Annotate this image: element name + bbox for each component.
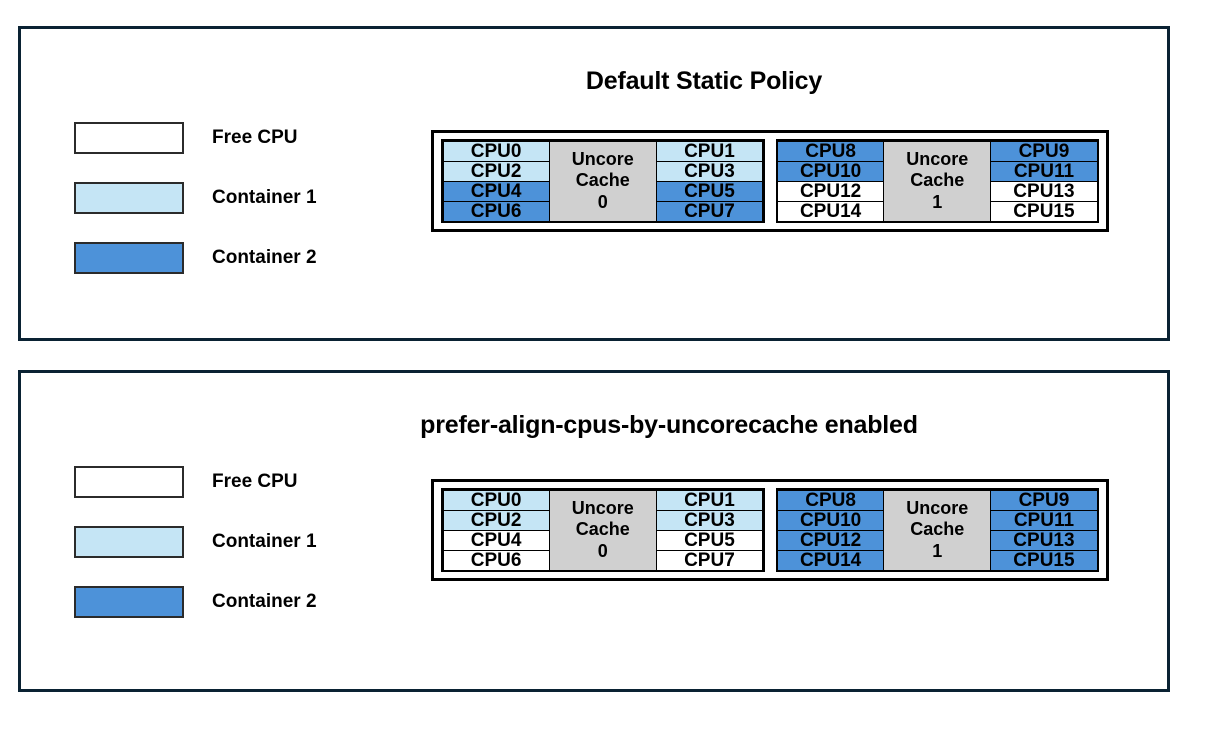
cpu-column-left: CPU8 CPU10 CPU12 CPU14 <box>777 140 885 222</box>
legend-swatch-free-cpu <box>74 466 184 498</box>
cpu-cell: CPU8 <box>777 489 885 511</box>
legend-swatch-container-1 <box>74 182 184 214</box>
cpu-column-right: CPU9 CPU11 CPU13 CPU15 <box>990 489 1098 571</box>
cpu-cell: CPU2 <box>442 509 550 531</box>
uncore-cache-block: Uncore Cache 1 <box>883 489 992 571</box>
cpu-cell: CPU7 <box>655 549 764 571</box>
legend-item-container-1: Container 1 <box>74 181 317 215</box>
uncore-cache-block: Uncore Cache 0 <box>548 140 657 222</box>
cpu-cell: CPU5 <box>655 180 764 202</box>
cpu-cell: CPU13 <box>990 529 1098 551</box>
page-title: Default Static Policy <box>585 67 823 95</box>
cache-group-0: CPU0 CPU2 CPU4 CPU6 Uncore Cache 0 CPU1 … <box>441 139 765 223</box>
legend-label-container-1: Container 1 <box>212 187 317 208</box>
cpu-cell: CPU4 <box>442 180 550 202</box>
panel-prefer-align-cpus-by-uncorecache: prefer-align-cpus-by-uncorecache enabled… <box>18 370 1170 692</box>
cpu-column-right: CPU1 CPU3 CPU5 CPU7 <box>655 140 764 222</box>
uncore-cache-line-1: Uncore <box>906 149 969 170</box>
uncore-cache-line-1: Uncore <box>906 498 969 519</box>
legend-swatch-container-2 <box>74 242 184 274</box>
cpu-cell: CPU14 <box>777 200 885 222</box>
uncore-cache-index: 1 <box>932 191 943 212</box>
cpu-column-left: CPU0 CPU2 CPU4 CPU6 <box>442 140 550 222</box>
cpu-cell: CPU15 <box>990 549 1098 571</box>
legend: Free CPU Container 1 Container 2 <box>74 465 317 645</box>
cpu-cell: CPU8 <box>777 140 885 162</box>
legend-swatch-container-1 <box>74 526 184 558</box>
cpu-column-left: CPU0 CPU2 CPU4 CPU6 <box>442 489 550 571</box>
cpu-cell: CPU3 <box>655 509 764 531</box>
uncore-cache-line-1: Uncore <box>571 498 634 519</box>
cache-group-1: CPU8 CPU10 CPU12 CPU14 Uncore Cache 1 CP… <box>775 488 1099 572</box>
cpu-cell: CPU4 <box>442 529 550 551</box>
cpu-cell: CPU11 <box>990 509 1098 531</box>
uncore-cache-line-2: Cache <box>910 170 965 191</box>
cpu-cell: CPU12 <box>777 180 885 202</box>
cpu-cell: CPU10 <box>777 509 885 531</box>
cpu-cell: CPU2 <box>442 160 550 182</box>
uncore-cache-index: 0 <box>597 191 608 212</box>
legend-swatch-container-2 <box>74 586 184 618</box>
cpu-column-right: CPU1 CPU3 CPU5 CPU7 <box>655 489 764 571</box>
cpu-cell: CPU1 <box>655 140 764 162</box>
uncore-cache-block: Uncore Cache 1 <box>883 140 992 222</box>
legend-label-container-1: Container 1 <box>212 531 317 552</box>
cpu-cell: CPU6 <box>442 549 550 571</box>
cpu-cell: CPU6 <box>442 200 550 222</box>
cpu-topology-diagram: CPU0 CPU2 CPU4 CPU6 Uncore Cache 0 CPU1 … <box>431 130 1109 232</box>
legend: Free CPU Container 1 Container 2 <box>74 121 317 301</box>
uncore-cache-index: 1 <box>932 540 943 561</box>
legend-swatch-free-cpu <box>74 122 184 154</box>
cpu-cell: CPU13 <box>990 180 1098 202</box>
panel-default-static-policy: Default Static Policy Free CPU Container… <box>18 26 1170 341</box>
cpu-cell: CPU9 <box>990 140 1098 162</box>
legend-item-container-2: Container 2 <box>74 585 317 619</box>
uncore-cache-block: Uncore Cache 0 <box>548 489 657 571</box>
uncore-cache-line-2: Cache <box>575 170 630 191</box>
legend-label-container-2: Container 2 <box>212 247 317 268</box>
page-title: prefer-align-cpus-by-uncorecache enabled <box>420 411 918 439</box>
cpu-cell: CPU0 <box>442 489 550 511</box>
cache-group-1: CPU8 CPU10 CPU12 CPU14 Uncore Cache 1 CP… <box>775 139 1099 223</box>
cpu-cell: CPU3 <box>655 160 764 182</box>
cpu-cell: CPU10 <box>777 160 885 182</box>
legend-label-free-cpu: Free CPU <box>212 127 298 148</box>
cpu-cell: CPU14 <box>777 549 885 571</box>
cpu-topology-diagram: CPU0 CPU2 CPU4 CPU6 Uncore Cache 0 CPU1 … <box>431 479 1109 581</box>
uncore-cache-line-1: Uncore <box>571 149 634 170</box>
cpu-cell: CPU12 <box>777 529 885 551</box>
uncore-cache-index: 0 <box>597 540 608 561</box>
cpu-cell: CPU9 <box>990 489 1098 511</box>
legend-label-container-2: Container 2 <box>212 591 317 612</box>
cache-group-0: CPU0 CPU2 CPU4 CPU6 Uncore Cache 0 CPU1 … <box>441 488 765 572</box>
legend-item-free-cpu: Free CPU <box>74 121 317 155</box>
cpu-cell: CPU15 <box>990 200 1098 222</box>
cpu-cell: CPU1 <box>655 489 764 511</box>
cpu-column-right: CPU9 CPU11 CPU13 CPU15 <box>990 140 1098 222</box>
cpu-cell: CPU11 <box>990 160 1098 182</box>
legend-item-free-cpu: Free CPU <box>74 465 317 499</box>
legend-label-free-cpu: Free CPU <box>212 471 298 492</box>
cpu-cell: CPU7 <box>655 200 764 222</box>
legend-item-container-1: Container 1 <box>74 525 317 559</box>
cpu-cell: CPU5 <box>655 529 764 551</box>
uncore-cache-line-2: Cache <box>910 519 965 540</box>
uncore-cache-line-2: Cache <box>575 519 630 540</box>
legend-item-container-2: Container 2 <box>74 241 317 275</box>
cpu-cell: CPU0 <box>442 140 550 162</box>
cpu-column-left: CPU8 CPU10 CPU12 CPU14 <box>777 489 885 571</box>
